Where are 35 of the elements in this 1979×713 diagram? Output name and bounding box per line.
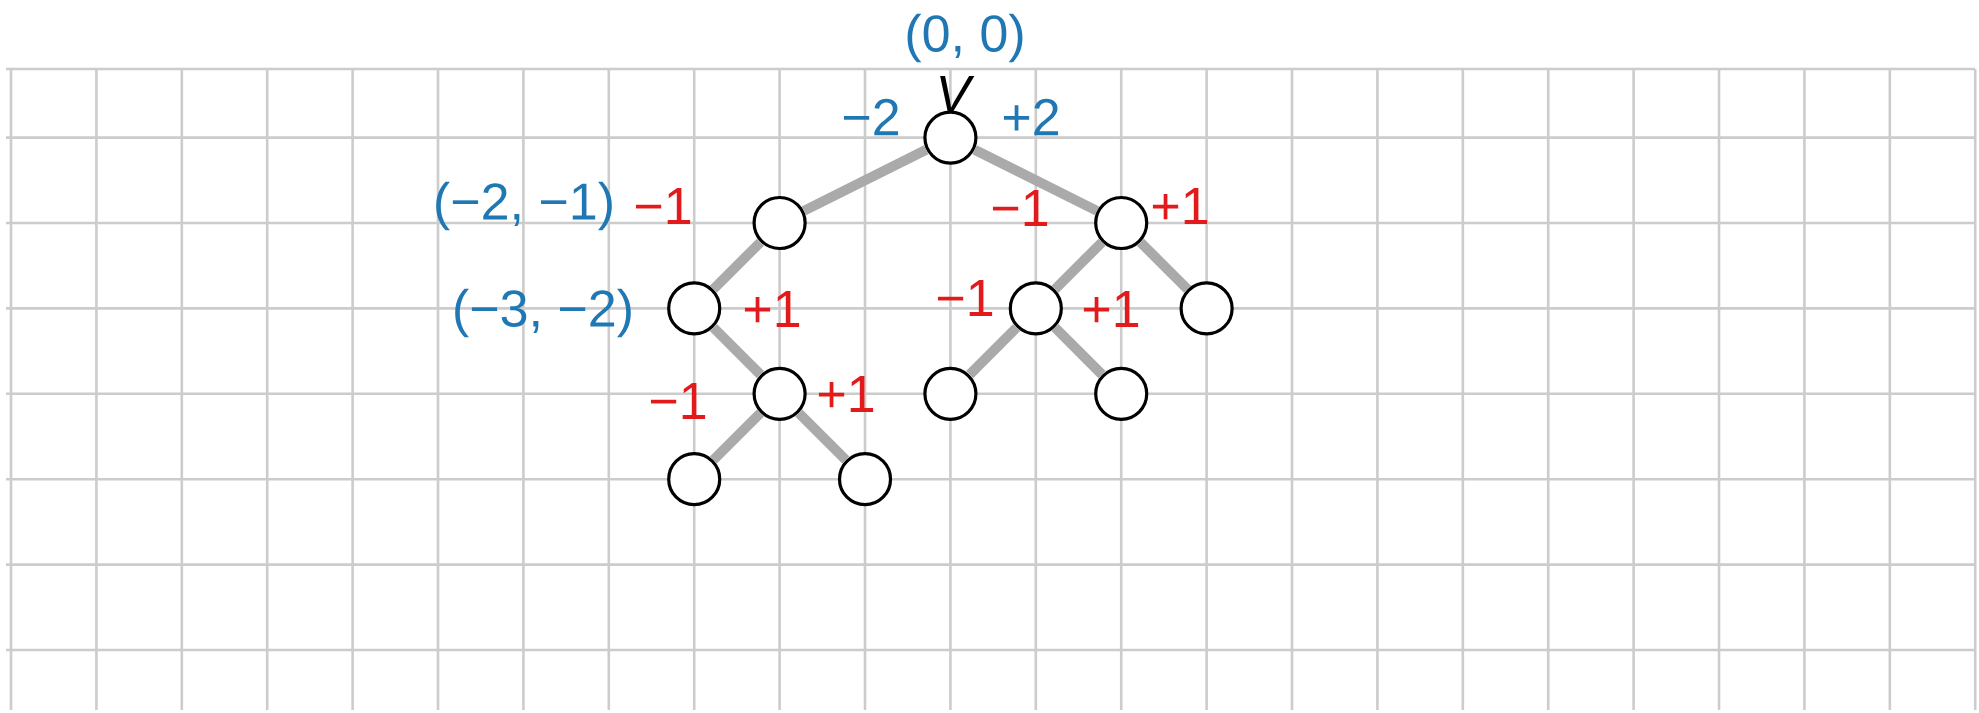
coordinate-label: (−3, −2)	[455, 288, 631, 338]
weight-label: +1	[1152, 188, 1208, 224]
weight-label: +1	[744, 291, 800, 327]
vertex-circle	[1008, 281, 1063, 336]
weight-label: −2	[843, 98, 899, 136]
tree-edge	[801, 145, 929, 216]
tree-edge	[709, 324, 764, 379]
vertex-circle	[1094, 195, 1149, 251]
tree-edge	[972, 145, 1100, 216]
weight-label: −1	[937, 280, 993, 316]
tree-edge	[966, 324, 1021, 379]
tree-edge	[1136, 238, 1191, 293]
tree-edge	[1051, 324, 1106, 379]
weight-label: −1	[650, 383, 706, 419]
vertex-circle	[837, 452, 893, 507]
tree-edge	[1051, 238, 1106, 293]
vertex-circle	[1179, 281, 1234, 336]
tree-edge	[795, 409, 850, 464]
vertex-circle	[752, 366, 807, 421]
weight-label: +2	[1003, 98, 1059, 136]
coordinate-label: (−2, −1)	[436, 181, 612, 231]
vertex-circle	[667, 452, 722, 507]
weight-label: −1	[992, 190, 1048, 226]
weight-label: −1	[635, 188, 691, 224]
vertex-circle	[752, 195, 807, 251]
tree-edge	[709, 238, 764, 293]
weight-label: +1	[1083, 291, 1139, 327]
vertex-label: V	[940, 76, 975, 112]
vertex-circle	[923, 110, 978, 165]
vertex-circle	[667, 281, 722, 336]
tree-edge	[709, 409, 764, 464]
vertex-circle	[1094, 366, 1149, 421]
weight-label: +1	[818, 376, 874, 412]
vertex-circle	[923, 366, 978, 421]
coordinate-label: (0, 0)	[907, 13, 1023, 63]
